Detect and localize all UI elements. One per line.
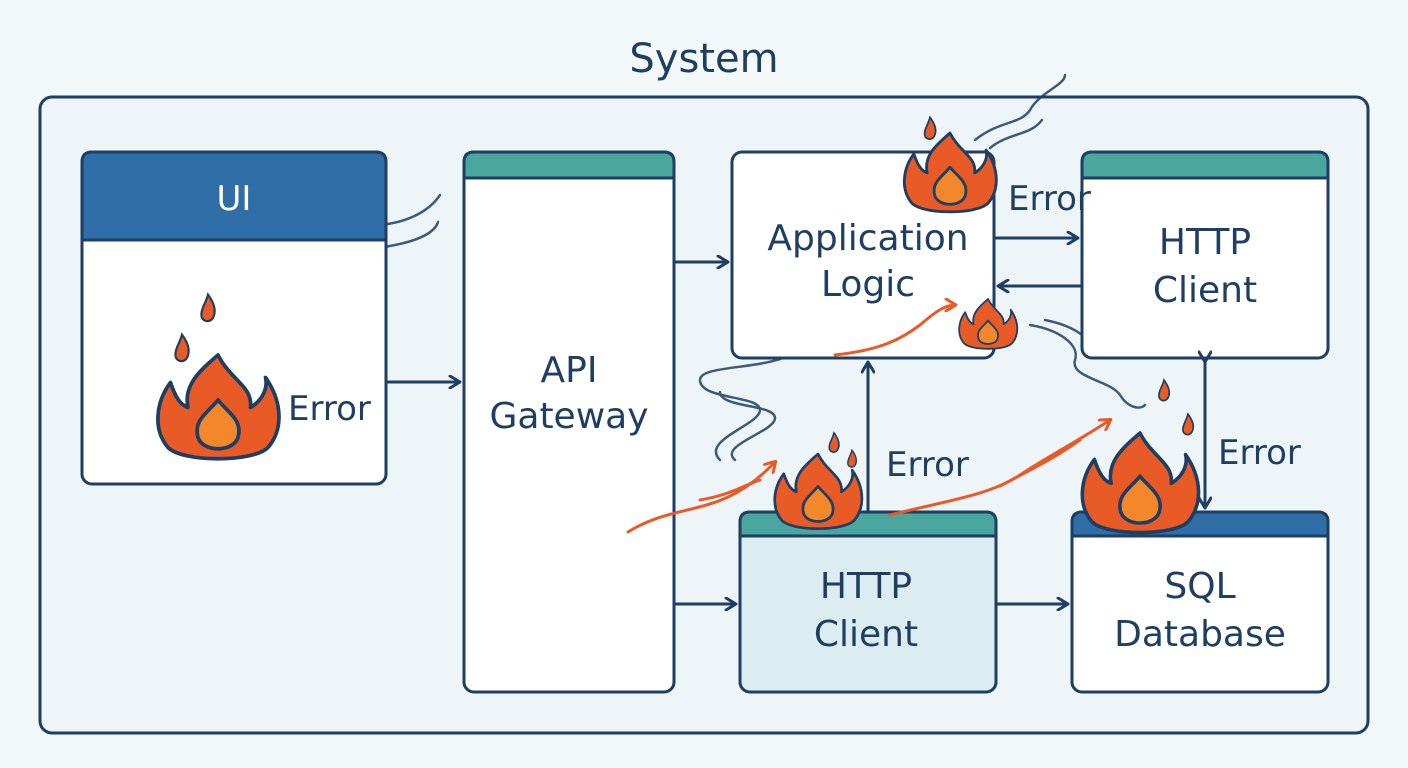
sql-database-label-line2: Database: [1114, 614, 1286, 655]
api-gateway-label-line1: API: [541, 350, 598, 391]
edge-label-http-top-to-db: Error: [1218, 433, 1301, 473]
component-sql-database[interactable]: SQL Database: [1070, 510, 1330, 694]
component-http-client-bottom[interactable]: HTTP Client: [738, 510, 998, 694]
api-gateway-label-line2: Gateway: [489, 396, 648, 437]
http-client-top-label-line2: Client: [1153, 270, 1257, 311]
component-http-client-top[interactable]: HTTP Client: [1080, 150, 1330, 360]
error-propagation-arrows: [626, 305, 1110, 534]
component-ui[interactable]: UI: [80, 150, 388, 486]
diagram-title: System: [629, 36, 778, 82]
edge-label-ui-to-gateway: Error: [288, 389, 371, 429]
edge-label-http-bottom-to-logic: Error: [886, 445, 969, 485]
http-client-top-label-line1: HTTP: [1159, 222, 1251, 263]
http-client-bottom-label-line1: HTTP: [820, 566, 912, 607]
edge-label-logic-to-http: Error: [1008, 179, 1091, 219]
http-client-bottom-label-line2: Client: [814, 614, 918, 655]
application-logic-label-line2: Logic: [821, 264, 915, 305]
sql-database-label-line1: SQL: [1164, 566, 1235, 607]
application-logic-label-line1: Application: [767, 218, 968, 259]
ui-label: UI: [217, 179, 252, 219]
arrow-icon: [386, 238, 1205, 604]
component-api-gateway[interactable]: API Gateway: [462, 150, 676, 694]
